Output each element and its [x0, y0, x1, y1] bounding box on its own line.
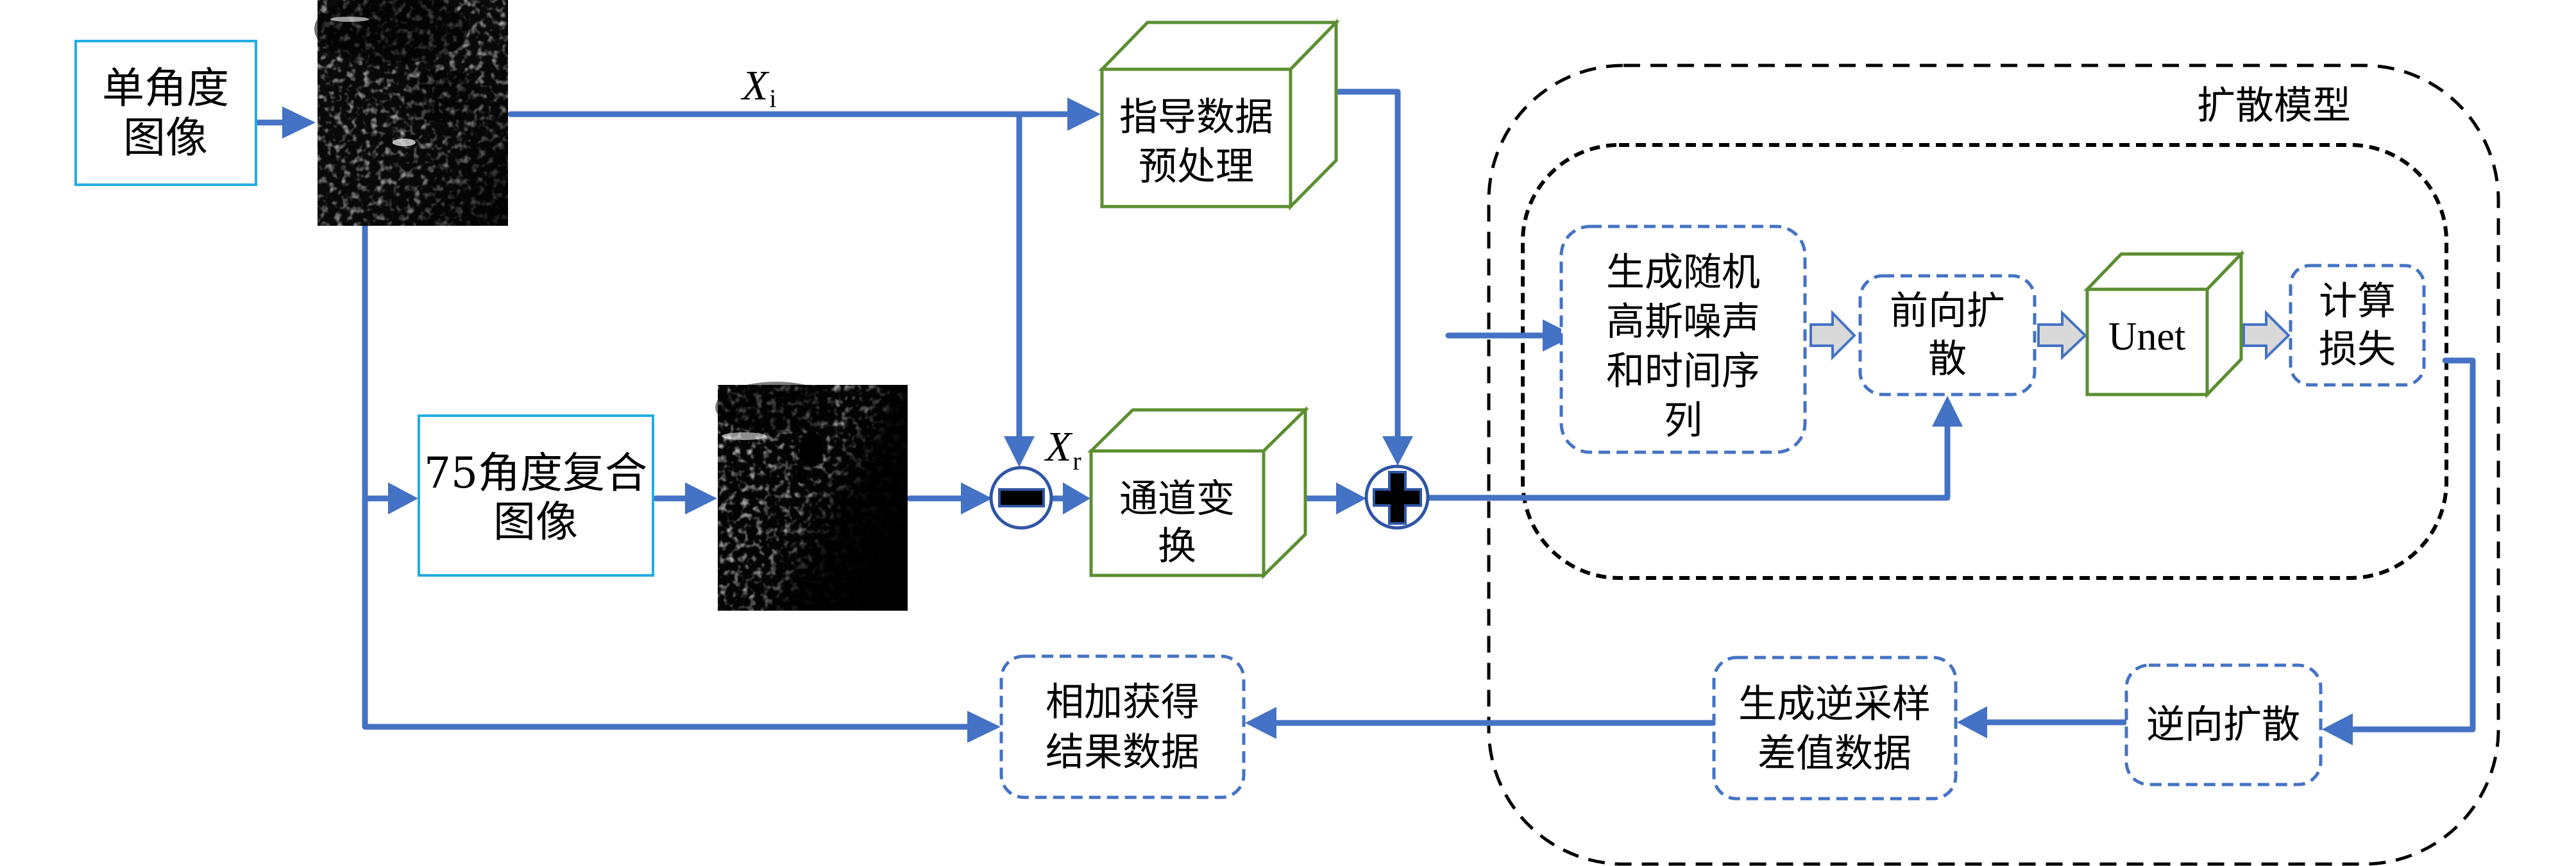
xi-label: Xi — [740, 62, 776, 113]
flow-line — [1425, 420, 1951, 501]
channel-transform-line1: 通道变 — [1119, 477, 1235, 522]
block-arrow-icon — [2037, 310, 2087, 361]
subtract-operator — [989, 466, 1053, 530]
gen-noise-line1: 生成随机 — [1606, 250, 1760, 295]
single-angle-box: 单角度 图像 — [74, 40, 257, 186]
block-arrow-icon — [2242, 310, 2291, 361]
gen-noise-line4: 列 — [1664, 398, 1702, 443]
guide-preprocess-cube: 指导数据 预处理 — [1098, 18, 1340, 211]
compound-ultrasound-image — [715, 382, 908, 611]
arrow-head — [1004, 436, 1035, 467]
guide-preprocess-line2: 预处理 — [1139, 144, 1254, 189]
add-result-box: 相加获得 结果数据 — [999, 654, 1246, 799]
xr-label: Xr — [1044, 423, 1081, 475]
gen-noise-line2: 高斯噪声 — [1606, 300, 1760, 344]
compound75-label-line1: 75角度复合 — [424, 448, 647, 498]
arrow-head — [1067, 98, 1101, 131]
arrow-head — [2322, 713, 2353, 745]
block-arrows — [1809, 310, 2291, 361]
arrow-head — [282, 106, 316, 139]
guide-preprocess-line1: 指导数据 — [1119, 95, 1273, 140]
gen-noise-box: 生成随机 高斯噪声 和时间序 列 — [1559, 225, 1807, 454]
compound75-box: 75角度复合 图像 — [418, 414, 654, 577]
single-angle-label-line2: 图像 — [123, 113, 208, 162]
block-arrow-icon — [1809, 310, 1856, 361]
flow-line — [362, 218, 975, 730]
flow-line — [2348, 357, 2476, 733]
gen-noise-line3: 和时间序 — [1606, 349, 1760, 394]
arrow-head — [1245, 707, 1276, 739]
arrow-head — [1957, 706, 1987, 738]
arrow-head — [1543, 319, 1575, 352]
single-angle-label-line1: 单角度 — [102, 64, 229, 113]
reverse-diffusion-label: 逆向扩散 — [2146, 702, 2300, 747]
arrow-head — [1932, 396, 1963, 427]
gen-reverse-diff-line1: 生成逆采样 — [1738, 682, 1931, 727]
arrow-head — [967, 711, 1001, 743]
svg-text:Xr: Xr — [1044, 423, 1081, 475]
flow-line — [1332, 89, 1401, 446]
unet-cube: Unet — [2083, 250, 2245, 399]
single-angle-ultrasound-image — [314, 0, 508, 226]
add-result-line1: 相加获得 — [1046, 680, 1199, 725]
arrow-head — [961, 482, 992, 514]
forward-diffusion-box: 前向扩 散 — [1858, 274, 2037, 396]
plus-icon — [1373, 471, 1422, 525]
diffusion-model-label: 扩散模型 — [2197, 83, 2351, 128]
forward-diffusion-line1: 前向扩 — [1890, 289, 2005, 334]
compute-loss-line1: 计算 — [2319, 279, 2396, 324]
add-operator — [1364, 464, 1430, 530]
gen-reverse-diff-line2: 差值数据 — [1758, 731, 1911, 776]
diffusion-model-group: 扩散模型 — [1487, 64, 2500, 866]
arrow-head — [1336, 482, 1366, 514]
arrow-head — [1063, 482, 1090, 514]
arrow-head — [1382, 436, 1413, 466]
channel-transform-cube: 通道变 换 — [1087, 406, 1310, 579]
compute-loss-line2: 损失 — [2319, 327, 2396, 372]
unet-label: Unet — [2108, 315, 2186, 359]
forward-diffusion-line2: 散 — [1928, 337, 1967, 382]
compound75-label-line2: 图像 — [493, 497, 578, 547]
arrow-head — [685, 482, 717, 514]
minus-icon — [998, 488, 1045, 507]
gen-reverse-diff-box: 生成逆采样 差值数据 — [1712, 656, 1958, 801]
arrow-head — [388, 482, 418, 514]
flow-lines — [255, 89, 2476, 745]
reverse-diffusion-box: 逆向扩散 — [2124, 663, 2323, 786]
channel-transform-line2: 换 — [1158, 524, 1196, 569]
add-result-line2: 结果数据 — [1046, 730, 1199, 775]
compute-loss-box: 计算 损失 — [2289, 264, 2426, 387]
outer-dashed-frame — [1487, 64, 2500, 866]
svg-text:Xi: Xi — [740, 62, 776, 113]
